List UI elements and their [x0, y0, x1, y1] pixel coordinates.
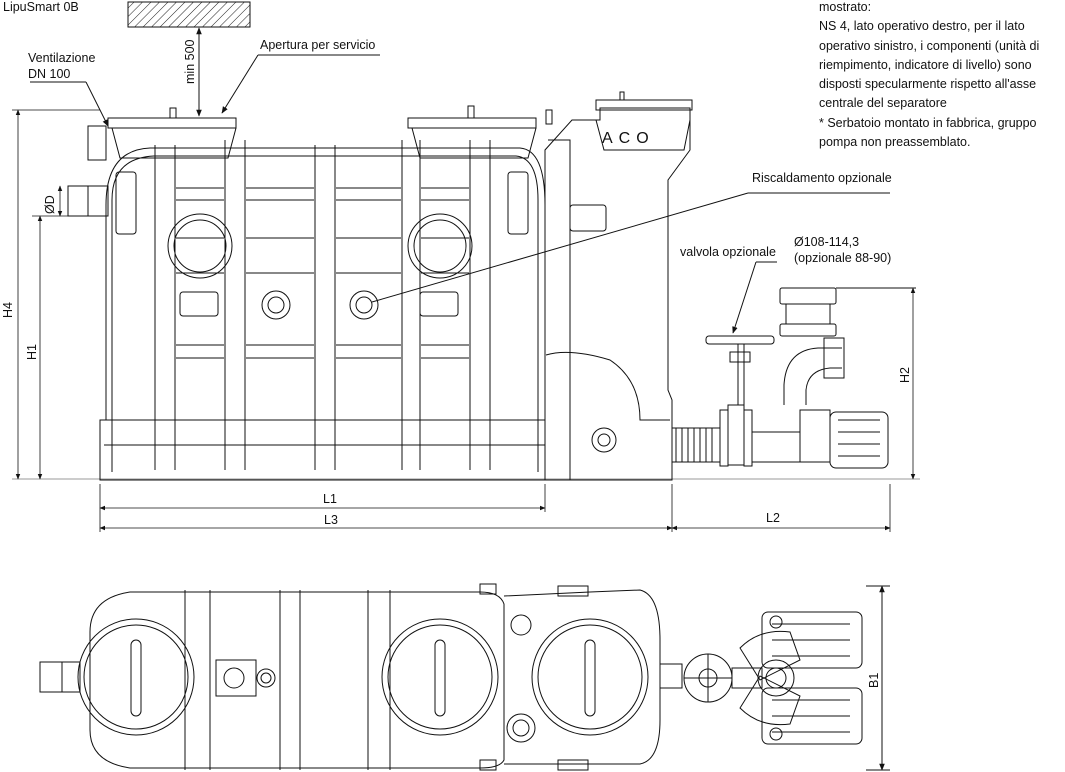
tank-body	[99, 147, 546, 481]
lid-middle	[381, 618, 499, 736]
ventilation-label-2: DN 100	[28, 67, 70, 81]
note-line: NS 4, lato operativo destro, per il lato	[819, 19, 1025, 34]
side-view: ACO	[12, 1, 920, 481]
right-window	[507, 171, 529, 235]
l3-label: L3	[324, 513, 338, 527]
left-dome	[87, 107, 237, 161]
optional-valve	[705, 335, 775, 405]
pump-plan	[731, 611, 863, 745]
l2-label: L2	[766, 511, 780, 525]
handwheel-plan	[683, 653, 733, 703]
plate-right	[419, 291, 459, 317]
h2-label: H2	[898, 367, 912, 383]
lid-left	[77, 618, 195, 736]
collector-chamber	[544, 91, 693, 481]
ceiling-hatch	[127, 1, 251, 28]
discharge-pipe	[671, 404, 801, 467]
heating-label: Riscaldamento opzionale	[752, 171, 892, 185]
nozzle-heating	[349, 290, 379, 320]
diameter-label-2: (opzionale 88-90)	[794, 251, 891, 265]
ventilation-label-1: Ventilazione	[28, 51, 95, 65]
nozzle-plan	[256, 668, 276, 688]
service-opening-label: Apertura per servicio	[260, 38, 375, 52]
lid-right	[531, 618, 649, 736]
right-round-cover	[407, 213, 473, 279]
note-line: centrale del separatore	[819, 96, 947, 111]
note-line: pompa non preassemblato.	[819, 135, 971, 150]
h4-label: H4	[1, 302, 15, 318]
right-dome	[407, 105, 537, 159]
diameter-label-1: Ø108-114,3	[794, 235, 859, 249]
collector-plan	[503, 589, 661, 765]
inlet-plan	[39, 661, 81, 693]
left-window	[115, 171, 137, 235]
b1-label: B1	[867, 673, 881, 688]
h1-label: H1	[25, 344, 39, 360]
l1-label: L1	[323, 492, 337, 506]
left-round-cover	[167, 213, 233, 279]
aco-logo: ACO	[602, 130, 655, 147]
note-line: operativo sinistro, i componenti (unità …	[819, 38, 1040, 53]
pump-group	[779, 287, 889, 469]
tank-plan-outline	[89, 591, 505, 769]
note-line: * Serbatoio montato in fabbrica, gruppo	[819, 115, 1037, 130]
side-dimensions	[12, 109, 916, 532]
note-line: riempimento, indicatore di livello) sono	[819, 57, 1032, 72]
heating-leader	[371, 192, 749, 303]
od-label: ØD	[43, 195, 57, 214]
note-line: disposti specularmente rispetto all'asse	[819, 77, 1037, 92]
nozzle-left	[261, 290, 291, 320]
small-cover-top	[510, 614, 532, 636]
valve-label: valvola opzionale	[680, 245, 776, 259]
min500-label: min 500	[183, 39, 197, 84]
plate-left	[179, 291, 219, 317]
tank-ribs	[154, 140, 491, 470]
inspection-plate	[215, 659, 257, 697]
small-cover-bottom	[506, 713, 536, 743]
notes-block: mostrato: NS 4, lato operativo destro, p…	[819, 0, 1059, 152]
tank-bands	[176, 187, 469, 359]
drawing-title: LipuSmart 0B	[3, 0, 79, 14]
top-view	[39, 583, 890, 771]
note-line: mostrato:	[819, 0, 872, 14]
